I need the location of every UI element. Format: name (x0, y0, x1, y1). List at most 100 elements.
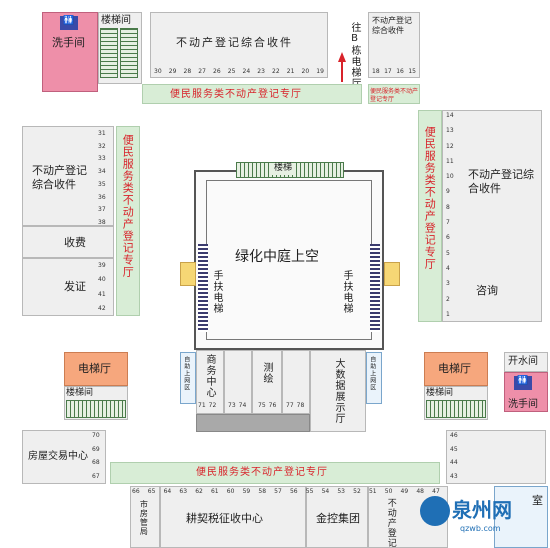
window-number: 20 (301, 68, 310, 75)
housing-bureau-room (130, 486, 160, 548)
certificate-label: 发证 (64, 280, 86, 293)
window-number: 41 (98, 290, 106, 298)
tax-center-room (160, 486, 306, 548)
consult-label: 咨询 (476, 284, 498, 297)
window-number: 14 (446, 112, 454, 119)
restroom-icon: 🚻 (60, 16, 78, 30)
watermark-url: qzwb.com (460, 524, 501, 533)
tax-center-label: 耕契税征收中心 (186, 512, 263, 525)
jinkong-label: 金控集团 (316, 512, 360, 525)
housing-center-label: 房屋交易中心 (28, 451, 88, 462)
window-number: 38 (98, 218, 106, 226)
business-center-room (196, 350, 224, 414)
window-number: 16 (396, 68, 404, 75)
service-top-right-label: 不动产登记综合收件 (372, 16, 412, 36)
window-number: 11 (446, 157, 454, 165)
service-left-label: 不动产登记综合收件 (32, 164, 87, 192)
self-service-left (180, 352, 196, 404)
window-number: 32 (98, 142, 106, 150)
window-number: 35 (98, 180, 106, 188)
bottom-right-room (494, 486, 548, 548)
window-number: 61 (210, 488, 219, 495)
stairs-right-steps (426, 400, 486, 418)
hall-left-label: 便民服务类不动产登记专厅 (121, 134, 135, 278)
hall-bottom-label: 便民服务类不动产登记专厅 (196, 467, 328, 478)
window-number: 63 (179, 488, 188, 495)
to-building-b-label: 往B栋电梯厅 (349, 22, 360, 89)
window-number: 23 (257, 68, 265, 75)
elevator-left (64, 352, 128, 386)
stairs-top-steps-2 (120, 28, 138, 78)
window-number: 6 (446, 234, 450, 242)
window-number: 24 (242, 68, 251, 75)
window-number: 49 (400, 488, 409, 495)
hall-left (116, 126, 140, 316)
window-number: 77 (286, 402, 294, 409)
window-number: 18 (372, 68, 380, 75)
sign-left (180, 262, 196, 286)
service-top-room (150, 12, 328, 78)
window-number: 36 (98, 193, 106, 201)
elevator-left-label: 电梯厅 (78, 362, 111, 375)
window-number: 50 (384, 488, 393, 495)
stairs-left-steps (66, 400, 126, 418)
to-building-b-arrow (338, 52, 346, 62)
bigdata-label: 大数据展示厅 (333, 358, 344, 424)
sign-right (384, 262, 400, 286)
window-number: 62 (195, 488, 203, 495)
window-number: 70 (92, 432, 100, 439)
window-number: 60 (226, 488, 235, 495)
window-number: 71 (198, 402, 206, 409)
window-number: 40 (98, 276, 106, 284)
window-number: 54 (321, 488, 330, 495)
window-number: 29 (168, 68, 177, 75)
courtyard-frame (194, 170, 384, 350)
window-number: 57 (274, 488, 282, 495)
service-top-right-room (368, 12, 420, 78)
window-number: 31 (98, 130, 106, 137)
window-number: 1 (446, 310, 450, 318)
bigdata-room (310, 350, 366, 432)
elevator-right (424, 352, 488, 386)
window-number: 74 (238, 402, 247, 409)
window-number: 65 (147, 488, 156, 495)
window-number: 26 (213, 68, 221, 75)
hall-top-right-small (368, 84, 420, 104)
elevator-right-label: 电梯厅 (438, 362, 471, 375)
escalator-left-label: 手扶电梯 (211, 270, 222, 314)
hall-top (142, 84, 362, 104)
housing-bureau-label: 市房管局 (139, 500, 149, 536)
stairs-top-steps (100, 28, 118, 78)
window-number: 22 (272, 68, 280, 75)
service-right-label: 不动产登记综合收件 (468, 168, 534, 196)
window-number: 42 (98, 304, 106, 312)
window-number: 46 (450, 432, 458, 439)
hall-bottom (110, 462, 440, 484)
window-number: 48 (416, 488, 424, 495)
window-number: 4 (446, 264, 450, 272)
right-lower-room (446, 430, 546, 484)
escalator-right-label: 手扶电梯 (341, 270, 352, 314)
window-number: 75 (258, 402, 266, 409)
window-number: 7 (446, 219, 450, 227)
window-number: 78 (296, 402, 305, 409)
center-room-a (224, 350, 252, 414)
window-number: 21 (286, 68, 295, 75)
window-number: 34 (98, 168, 106, 176)
window-number: 44 (450, 459, 458, 467)
window-number: 39 (98, 262, 106, 269)
window-number: 13 (446, 127, 454, 135)
housing-center-room (22, 430, 106, 484)
window-number: 27 (198, 68, 206, 75)
stairs-left-label: 楼梯间 (66, 388, 94, 398)
business-center-label: 商务中心 (204, 354, 215, 398)
service-right-room (442, 110, 542, 322)
center-bottom-strip (196, 414, 310, 432)
self-service-left-label: 自助上网区 (182, 356, 190, 391)
window-number: 43 (450, 472, 458, 480)
window-number: 15 (408, 68, 416, 75)
bottom-right-room-label: 室 (532, 494, 543, 507)
